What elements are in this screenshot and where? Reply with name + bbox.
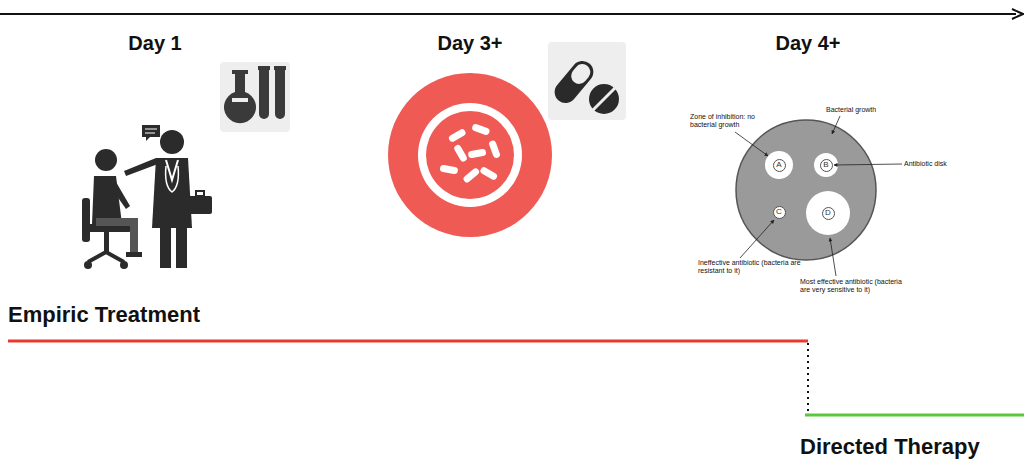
pill-icon [548,42,626,120]
bacterium [471,123,490,136]
speech-bubble [142,125,160,141]
disk-letter: A [776,161,781,169]
bacterium [439,164,458,174]
day-label: Day 4+ [758,32,858,55]
icon-background [220,62,290,132]
doctor-bag [188,196,212,214]
bacteria-culture-icon [388,73,552,237]
test-tube [275,70,285,119]
disk-letter: B [823,161,828,169]
patient-legs [96,218,138,254]
stethoscope [166,166,179,192]
empiric-line [8,340,808,343]
day-label: Day 1 [105,32,205,55]
time-axis [0,13,1016,15]
petri-dish [735,116,902,276]
bubble-line [145,133,155,134]
tube-rim [274,66,286,70]
leader-line [740,220,774,258]
leader-line [834,164,902,165]
round-flask [224,70,256,123]
culture-inner [426,111,514,199]
antibiotic-disk: B [820,159,833,172]
doctor-leg [176,228,187,268]
chair-wheel [84,261,92,269]
annotation: Most effective antibiotic (bacteria are … [800,278,912,294]
doctor-patient-illustration [82,125,212,269]
chair-back [82,198,90,242]
flask-mark [232,98,248,102]
bag-handle [196,191,204,196]
capsule-half [568,61,594,87]
dish-agar [736,120,876,260]
patient-head [95,149,117,171]
leader-line [830,238,836,276]
culture-ring [418,103,522,207]
inhibition-zone [806,191,850,235]
annotation: Ineffective antibiotic (bacteria are res… [698,259,802,275]
doctor-collar [166,160,178,180]
patient-shoe [126,252,142,257]
annotation: Antibiotic disk [904,160,984,168]
culture-outer [388,73,552,237]
patient-arm [112,182,130,209]
icon-background [548,42,626,120]
phase-label: Empiric Treatment [8,302,308,327]
annotation: Zone of inhibition: no bacterial growth [690,113,760,129]
day-label: Day 3+ [420,32,520,55]
leader-line [832,116,840,134]
doctor-coat [152,158,192,228]
phase-label: Directed Therapy [800,434,1024,459]
switch-dotted-line [807,343,809,414]
antibiotic-disk: D [822,207,835,220]
disk-letter: D [825,209,831,217]
patient-torso [92,176,122,224]
doctor-arm [124,158,158,176]
bubble-line [145,129,157,130]
chair-wheel [120,261,128,269]
bacterium [453,144,468,163]
antibiotic-disk: A [773,159,786,172]
antibiotic-disk: C [773,206,786,219]
bacterium [468,148,487,158]
doctor-head [160,130,184,154]
bacterium [448,128,467,143]
disk-letter: C [776,208,782,216]
tablet-score [593,88,615,110]
directed-line [805,414,1024,417]
lab-flask-icon [220,62,290,132]
axis-arrowhead [1012,9,1023,19]
bacterium [479,166,498,181]
tube-rim [258,66,270,70]
inhibition-zone [765,151,793,179]
annotation: Bacterial growth [826,106,906,114]
doctor-leg [160,228,171,268]
tablet [589,84,619,114]
leader-line [735,132,768,156]
test-tube [259,70,269,119]
bacterium [462,167,480,184]
bacterium [488,140,501,159]
chair-base [88,252,124,262]
